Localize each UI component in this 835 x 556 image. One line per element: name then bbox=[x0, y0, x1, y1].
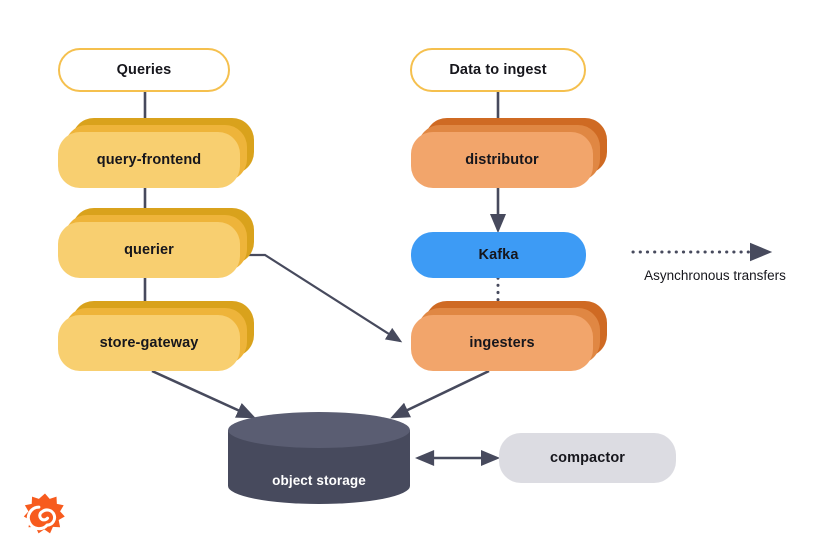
edge-querier-to-ingesters bbox=[244, 253, 403, 343]
legend-async-transfers-label: Asynchronous transfers bbox=[644, 268, 786, 283]
card-layer-front: ingesters bbox=[411, 315, 593, 371]
node-distributor[interactable]: distributor bbox=[411, 118, 607, 188]
card-layer-front: store-gateway bbox=[58, 315, 240, 371]
entry-queries-label: Queries bbox=[116, 62, 172, 78]
cylinder-top bbox=[228, 412, 410, 448]
node-querier[interactable]: querier bbox=[58, 208, 254, 278]
entry-data-to-ingest-label: Data to ingest bbox=[449, 62, 547, 78]
grafana-logo-icon bbox=[23, 493, 65, 534]
legend-async-transfers: Asynchronous transfers bbox=[620, 236, 810, 288]
node-ingesters-label: ingesters bbox=[469, 335, 535, 351]
node-compactor-label: compactor bbox=[549, 450, 626, 466]
node-kafka[interactable]: Kafka bbox=[411, 232, 586, 278]
grafana-logo-spiral-icon bbox=[26, 505, 57, 531]
node-store-gateway-label: store-gateway bbox=[99, 335, 199, 351]
node-distributor-label: distributor bbox=[465, 152, 539, 168]
edge-ingesters-to-object-storage bbox=[390, 369, 490, 419]
node-query-frontend-label: query-frontend bbox=[96, 152, 202, 168]
node-store-gateway[interactable]: store-gateway bbox=[58, 301, 254, 371]
node-object-storage[interactable]: object storage bbox=[228, 412, 410, 504]
card-layer-front: distributor bbox=[411, 132, 593, 188]
node-query-frontend[interactable]: query-frontend bbox=[58, 118, 254, 188]
card-layer-front: querier bbox=[58, 222, 240, 278]
node-object-storage-label: object storage bbox=[272, 473, 366, 488]
node-compactor[interactable]: compactor bbox=[499, 433, 676, 483]
node-querier-label: querier bbox=[124, 242, 174, 258]
node-ingesters[interactable]: ingesters bbox=[411, 301, 607, 371]
grafana-logo bbox=[22, 492, 68, 538]
edge-store-gateway-to-object-storage bbox=[151, 369, 256, 419]
node-kafka-label: Kafka bbox=[478, 247, 519, 263]
entry-data-to-ingest[interactable]: Data to ingest bbox=[410, 48, 586, 92]
entry-queries[interactable]: Queries bbox=[58, 48, 230, 92]
card-layer-front: query-frontend bbox=[58, 132, 240, 188]
